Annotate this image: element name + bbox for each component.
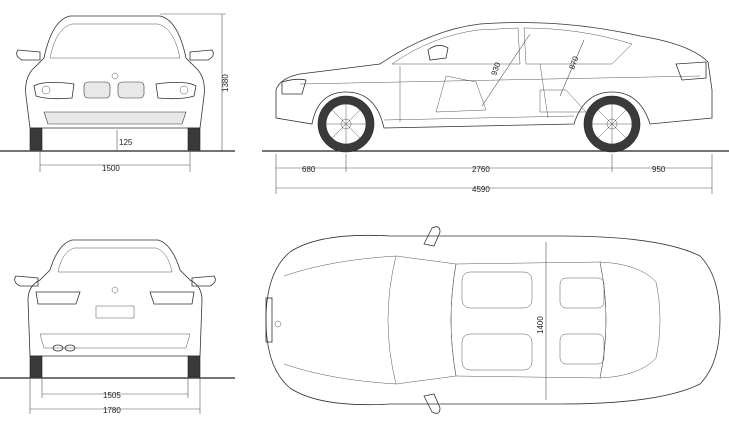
side-rear-window xyxy=(523,27,633,65)
side-rear-seat xyxy=(539,89,587,113)
top-body xyxy=(265,234,721,406)
front-windshield xyxy=(49,23,181,59)
front-left-mirror xyxy=(16,49,41,61)
side-front-seat xyxy=(435,75,487,113)
front-kidney-grille-right xyxy=(117,81,145,99)
top-roof xyxy=(450,261,607,379)
top-windshield xyxy=(387,255,457,385)
front-right-mirror xyxy=(189,49,214,61)
side-front-spokes xyxy=(326,104,366,144)
side-view: 930 870 680 2760 950 4590 xyxy=(262,22,729,194)
side-door-outline xyxy=(399,63,549,122)
clearance-label: 125 xyxy=(119,138,133,147)
side-taillight xyxy=(675,61,707,81)
front-left-lamp-ring xyxy=(41,85,51,95)
rear-overhang-label: 950 xyxy=(652,165,666,174)
top-left-front-seat xyxy=(461,271,533,309)
top-hood-badge xyxy=(274,320,282,328)
side-sill xyxy=(383,115,575,121)
front-headroom-label: 930 xyxy=(489,61,502,77)
top-left-rear-seat xyxy=(559,277,605,309)
front-overhang-label: 680 xyxy=(302,165,316,174)
front-right-lamp-ring xyxy=(179,85,189,95)
rear-headroom-dim xyxy=(559,39,585,97)
front-view: 1500 125 1380 xyxy=(0,13,235,173)
rear-left-mirror xyxy=(14,275,39,287)
front-track-label: 1500 xyxy=(102,164,120,173)
side-front-window xyxy=(391,27,521,65)
top-right-rear-seat xyxy=(559,333,605,365)
side-rear-spokes xyxy=(592,104,632,144)
rear-view: 1505 1780 xyxy=(0,239,235,415)
front-right-headlight xyxy=(155,82,197,100)
front-right-tire xyxy=(187,127,201,151)
side-body xyxy=(275,22,713,129)
top-right-front-seat xyxy=(461,333,533,371)
front-left-tire xyxy=(29,127,43,151)
front-badge xyxy=(111,72,119,80)
rear-plate-recess xyxy=(95,305,135,319)
top-left-mirror xyxy=(423,226,441,247)
interior-width-label: 1400 xyxy=(536,316,545,334)
rear-body xyxy=(27,239,203,357)
rear-badge xyxy=(111,286,119,294)
rear-exhaust-left xyxy=(52,344,64,352)
rear-window xyxy=(57,247,173,273)
rear-right-tire xyxy=(187,355,201,378)
length-label: 4590 xyxy=(472,185,490,194)
rear-track-label: 1505 xyxy=(103,391,121,400)
rear-headroom-label: 870 xyxy=(567,55,580,71)
front-lower-intake xyxy=(43,111,187,125)
rear-right-mirror xyxy=(191,275,216,287)
side-headlight xyxy=(281,78,307,95)
rear-bumper xyxy=(39,333,191,349)
height-label: 1380 xyxy=(221,74,230,92)
wheelbase-label: 2760 xyxy=(472,165,490,174)
side-beltline xyxy=(299,75,701,85)
rear-left-taillight xyxy=(35,291,81,305)
top-rear-window xyxy=(599,261,661,379)
front-body xyxy=(25,15,205,129)
front-left-headlight xyxy=(33,82,75,100)
top-right-mirror xyxy=(423,393,441,414)
side-mirror xyxy=(427,45,449,61)
rear-right-taillight xyxy=(149,291,195,305)
width-label: 1780 xyxy=(103,406,121,415)
rear-left-tire xyxy=(29,355,43,378)
top-view: 1400 xyxy=(265,226,721,414)
top-front-grille xyxy=(265,297,273,343)
rear-exhaust-right xyxy=(64,344,76,352)
front-headroom-dim xyxy=(481,33,531,107)
top-hood-lines xyxy=(283,255,397,385)
front-kidney-grille-left xyxy=(83,81,111,99)
